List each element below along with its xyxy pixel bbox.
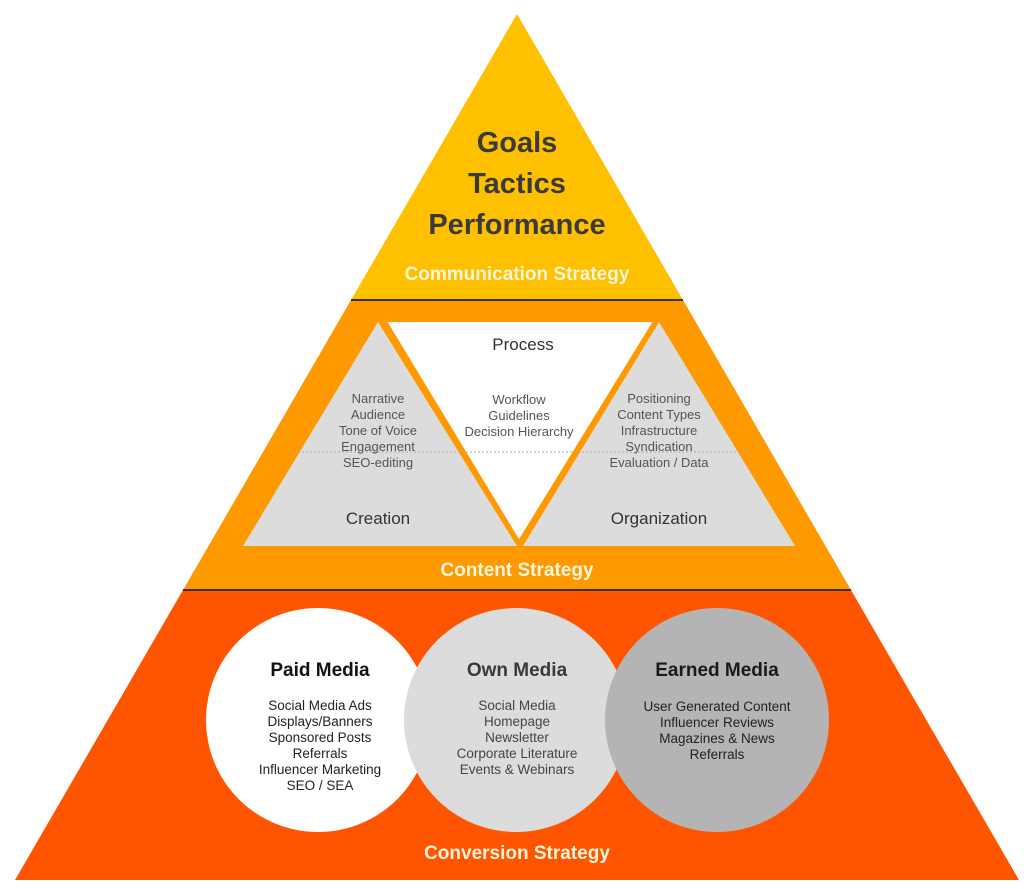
communication-strategy-band — [351, 14, 683, 300]
own-media-circle — [404, 608, 628, 832]
organization-item: Positioning — [627, 391, 691, 406]
own-media-item: Social Media — [478, 698, 556, 713]
earned-media-item: User Generated Content — [643, 699, 790, 714]
earned-media-item: Influencer Reviews — [660, 715, 774, 730]
own-media-item: Events & Webinars — [460, 762, 575, 777]
creation-item: SEO-editing — [343, 455, 413, 470]
top-line-tactics: Tactics — [468, 168, 566, 200]
creation-title: Creation — [346, 509, 410, 528]
earned-media-circle — [605, 608, 829, 832]
own-media-item: Homepage — [484, 714, 550, 729]
process-item: Workflow — [492, 392, 546, 407]
earned-media-item: Referrals — [690, 747, 745, 762]
organization-triangle — [523, 322, 795, 546]
paid-media-circle — [206, 608, 430, 832]
organization-title: Organization — [611, 509, 707, 528]
top-line-performance: Performance — [428, 209, 605, 241]
organization-item: Infrastructure — [621, 423, 698, 438]
creation-item: Engagement — [341, 439, 415, 454]
creation-item: Tone of Voice — [339, 423, 417, 438]
paid-media-title: Paid Media — [270, 660, 370, 681]
content-strategy-label: Content Strategy — [440, 560, 594, 581]
conversion-strategy-label: Conversion Strategy — [424, 843, 610, 864]
earned-media-title: Earned Media — [655, 660, 779, 681]
creation-item: Audience — [351, 407, 405, 422]
creation-triangle — [243, 322, 517, 546]
paid-media-item: Displays/Banners — [267, 714, 372, 729]
own-media-item: Corporate Literature — [457, 746, 578, 761]
organization-item: Syndication — [625, 439, 692, 454]
earned-media-item: Magazines & News — [659, 731, 775, 746]
top-line-goals: Goals — [477, 127, 558, 159]
process-triangle — [380, 318, 660, 547]
creation-item: Narrative — [352, 391, 405, 406]
communication-strategy-label: Communication Strategy — [405, 264, 630, 285]
organization-item: Content Types — [617, 407, 701, 422]
paid-media-item: Social Media Ads — [268, 698, 372, 713]
paid-media-item: Influencer Marketing — [259, 762, 381, 777]
own-media-item: Newsletter — [485, 730, 549, 745]
paid-media-item: Referrals — [293, 746, 348, 761]
paid-media-item: Sponsored Posts — [269, 730, 372, 745]
process-item: Guidelines — [488, 408, 550, 423]
organization-item: Evaluation / Data — [609, 455, 709, 470]
own-media-title: Own Media — [467, 660, 568, 681]
paid-media-item: SEO / SEA — [287, 778, 354, 793]
process-title: Process — [492, 335, 553, 354]
process-item: Decision Hierarchy — [464, 424, 574, 439]
